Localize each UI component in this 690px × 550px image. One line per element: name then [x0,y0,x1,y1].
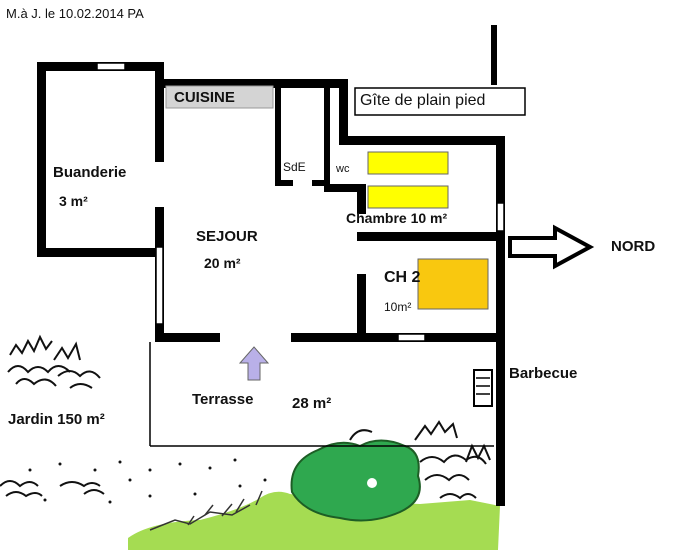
page-title: Gîte de plain pied [360,92,486,109]
area-terrasse: 28 m² [292,395,332,412]
entrance-arrow-icon [238,346,270,381]
label-ch2: CH 2 [384,269,421,286]
label-sejour: SEJOUR [196,228,258,245]
kitchen-counter [165,85,274,109]
north-arrow-icon [508,224,595,270]
beds [367,151,489,310]
garden-dots [28,458,267,504]
revision-note: M.à J. le 10.02.2014 PA [6,6,144,21]
bed-single-2 [367,185,449,209]
barbecue-grill [473,369,493,407]
label-chambre: Chambre 10 m² [346,210,448,226]
area-buanderie: 3 m² [59,193,88,209]
label-barbecue: Barbecue [509,365,578,382]
shrubs-right [349,420,491,500]
label-buanderie: Buanderie [53,164,127,181]
label-cuisine: CUISINE [174,89,235,106]
label-wc: wc [336,163,350,175]
shrubs-left [0,334,105,498]
area-ch2: 10m² [384,300,412,314]
area-sejour: 20 m² [204,255,241,271]
label-jardin: Jardin 150 m² [8,411,105,428]
terrace-outline [149,342,494,447]
bed-single-1 [367,151,449,175]
label-nord: NORD [611,238,656,255]
title-box [354,87,526,116]
label-terrasse: Terrasse [192,391,254,408]
windows [96,62,505,342]
shrub-large [290,439,421,522]
bed-double [417,258,489,310]
label-sde: SdE [283,160,306,174]
exterior-pole [491,25,497,85]
